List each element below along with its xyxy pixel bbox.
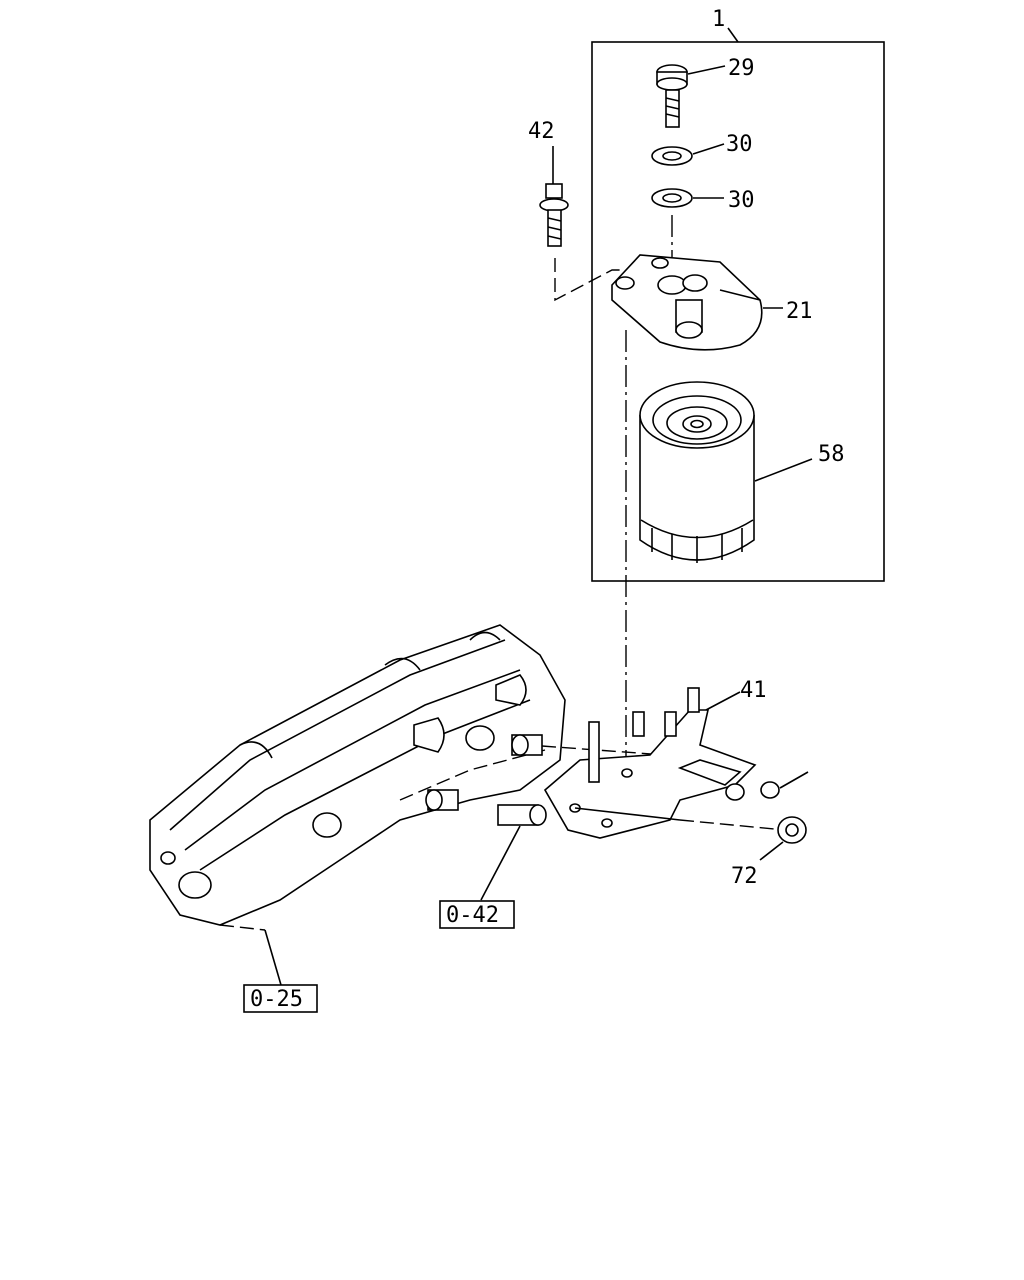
ref-label-lower[interactable]: 0-25 <box>250 987 303 1012</box>
callout-1: 1 <box>712 7 725 32</box>
washer-30-lower <box>651 188 724 208</box>
bracket-41 <box>543 687 809 839</box>
bolt-29 <box>656 64 726 128</box>
callout-30-lower: 30 <box>728 188 755 213</box>
filter-cartridge-58 <box>639 381 813 563</box>
engine-block <box>149 624 566 931</box>
fitting-pipes <box>425 734 666 901</box>
callout-72: 72 <box>731 864 758 889</box>
bolt-42 <box>539 146 625 302</box>
callout-29: 29 <box>728 56 755 81</box>
washer-30-upper <box>651 143 725 166</box>
callout-41: 41 <box>740 678 767 703</box>
callout-42: 42 <box>528 119 555 144</box>
ref-box-lower[interactable]: 0-25 <box>243 984 318 1013</box>
filter-head-21 <box>611 254 783 351</box>
nut-72 <box>759 816 807 861</box>
callout-21: 21 <box>786 299 813 324</box>
callout-58: 58 <box>818 442 845 467</box>
callout-30-upper: 30 <box>726 132 753 157</box>
ref-label-upper[interactable]: 0-42 <box>446 903 499 928</box>
ref-box-upper[interactable]: 0-42 <box>439 900 515 929</box>
assembly-frame <box>591 27 885 582</box>
